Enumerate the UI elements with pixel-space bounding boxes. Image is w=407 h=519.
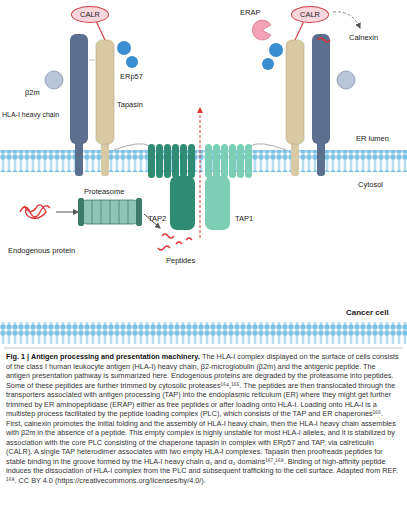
left-plc-part	[70, 34, 88, 144]
node-text: CALR	[80, 10, 100, 19]
tap-transporter-part	[114, 144, 150, 150]
part-label: Calnexin	[349, 33, 378, 42]
left-plc-part	[96, 40, 114, 144]
right-plc	[252, 12, 360, 176]
tap-transporter-part	[245, 144, 252, 178]
calr-oval: CALR	[71, 6, 109, 23]
node-text: CALR	[300, 10, 320, 19]
proteasome-pathway-part	[56, 212, 78, 213]
calr-oval: CALR	[291, 6, 329, 23]
proteasome-pathway	[20, 198, 192, 250]
left-plc-part	[117, 41, 131, 55]
separator-line	[4, 348, 403, 349]
right-plc-part	[317, 140, 325, 176]
right-plc-part	[269, 43, 283, 57]
left-plc-part	[96, 21, 105, 40]
tap-transporter-part	[170, 176, 195, 230]
left-plc-part	[126, 56, 138, 68]
right-plc-part	[333, 12, 360, 28]
tap-transporter-part	[205, 176, 230, 230]
part-label: Peptides	[166, 256, 195, 265]
tap-transporter-part	[188, 144, 195, 178]
part-label: Proteasome	[84, 187, 124, 196]
tap-transporter-part	[221, 144, 228, 178]
part-label: Endogenous protein	[8, 246, 75, 255]
region-label: ER lumen	[356, 134, 389, 143]
left-plc-part	[101, 140, 109, 176]
tap-transporter-part	[172, 144, 179, 178]
right-plc-part	[291, 140, 299, 176]
part-label: ERp57	[120, 72, 143, 81]
region-label: Cytosol	[358, 180, 383, 189]
er-membrane	[0, 150, 407, 172]
tap-transporter-part	[250, 144, 286, 150]
part-label: TAP1	[235, 214, 253, 223]
proteasome-pathway-part	[92, 200, 128, 224]
right-plc-part	[337, 71, 355, 89]
left-plc-part	[45, 71, 63, 89]
tap-transporter-part	[156, 144, 163, 178]
tap-transporter-part	[229, 144, 236, 178]
right-plc-part	[286, 40, 304, 144]
right-plc-part	[252, 20, 271, 40]
part-label: HLA-I heavy chain	[2, 110, 59, 119]
proteasome-pathway-part	[78, 198, 84, 226]
tap-transporter-part	[200, 108, 201, 238]
right-plc-part	[318, 38, 330, 42]
part-label: TAP2	[148, 214, 166, 223]
right-plc-part	[262, 58, 274, 70]
tap-transporter-part	[213, 144, 220, 178]
right-plc-part	[295, 21, 304, 40]
proteasome-pathway-part	[136, 198, 142, 226]
proteasome-pathway-part	[20, 205, 50, 219]
left-plc-part	[75, 140, 83, 176]
tap-transporter-part	[180, 144, 187, 178]
figure-caption: The HLA-I complex displayed on the surfa…	[6, 352, 399, 485]
tap-transporter-part	[148, 144, 155, 178]
figure-title: Fig. 1 | Antigen processing and presenta…	[6, 352, 200, 361]
tap-transporter-part	[205, 144, 212, 178]
cell-membrane	[0, 322, 407, 344]
right-plc-part	[312, 34, 330, 144]
tap-transporter	[114, 108, 286, 238]
part-label: ERAP	[240, 8, 260, 17]
proteasome-pathway-part	[158, 234, 192, 250]
proteasome-pathway-part	[82, 200, 138, 224]
figure-caption-block: Fig. 1 | Antigen processing and presenta…	[6, 352, 401, 485]
region-label: Cancer cell	[346, 308, 389, 317]
left-plc	[45, 21, 138, 176]
left-plc-part	[89, 60, 95, 61]
part-label: β2m	[25, 88, 40, 97]
part-label: Tapasin	[117, 100, 143, 109]
tap-transporter-part	[164, 144, 171, 178]
tap-transporter-part	[237, 144, 244, 178]
